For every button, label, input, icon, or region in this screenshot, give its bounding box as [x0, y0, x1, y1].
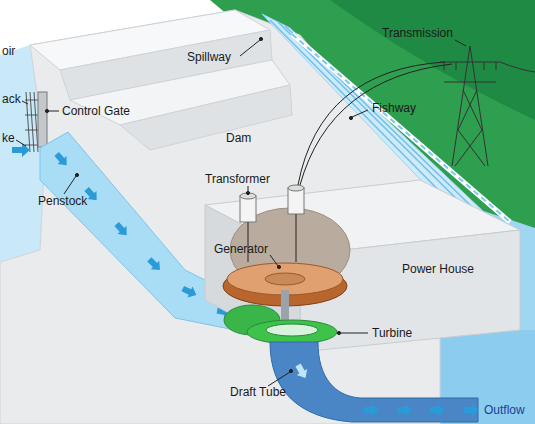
outflow-arrows [464, 404, 479, 416]
trash-rack [25, 100, 39, 101]
flow-arrows [52, 150, 71, 169]
transmission-tower [440, 62, 500, 82]
leader-lines [349, 116, 352, 119]
control-gate [38, 92, 47, 147]
power-wires [248, 62, 452, 262]
trash-rack [25, 145, 39, 146]
turbine-blades [266, 324, 318, 336]
leader-lines [270, 255, 278, 266]
leader-lines [337, 331, 340, 334]
leader-lines [352, 110, 368, 117]
outflow-arrows [464, 404, 479, 416]
transmission-tower [440, 46, 535, 166]
outflow-arrows [293, 362, 311, 381]
power-wires [296, 214, 297, 262]
part-label: Spillway [187, 50, 231, 64]
part-label: oir [2, 44, 15, 58]
part-label: Penstock [38, 194, 87, 208]
dam-step [120, 85, 292, 150]
outflow-arrows [293, 362, 311, 381]
flow-arrows [52, 150, 71, 169]
transmission-tower [444, 62, 496, 70]
part-label: ke [2, 131, 15, 145]
trash-rack [25, 130, 39, 131]
draft-tube [270, 342, 478, 422]
outflow-arrows [397, 404, 412, 416]
leader-lines [45, 109, 48, 112]
part-label: Transmission [382, 26, 453, 40]
leader-lines [455, 40, 466, 46]
leader-lines [16, 37, 466, 386]
trash-rack [25, 92, 39, 152]
trash-rack [30, 92, 34, 152]
part-label: Transformer [205, 172, 270, 186]
trash-rack [25, 115, 39, 116]
flow-arrows [180, 283, 199, 300]
outflow-arrows [364, 404, 379, 416]
leader-lines [240, 40, 260, 56]
outflow-arrows [430, 404, 445, 416]
turbine-runner [247, 320, 337, 344]
flow-arrows [12, 143, 30, 157]
transformer-symbol [288, 188, 304, 214]
outflow-arrows [364, 404, 379, 416]
transformer-symbol [240, 196, 256, 222]
flow-arrows [112, 220, 131, 239]
flow-arrows [145, 255, 164, 274]
outflow-arrows [397, 404, 412, 416]
flow-arrows [180, 283, 199, 300]
part-label: Draft Tube [230, 385, 286, 399]
transmission-tower [455, 90, 485, 166]
leader-lines [340, 333, 368, 334]
part-label: Dam [226, 131, 251, 145]
leader-lines [75, 173, 78, 176]
flow-arrows [112, 220, 131, 239]
part-label: ack [2, 92, 21, 106]
transformer-symbol [288, 185, 304, 191]
trash-rack [26, 92, 30, 152]
power-wires [300, 64, 452, 185]
part-label: Turbine [372, 326, 412, 340]
outflow-arrows [364, 404, 479, 416]
part-label: Fishway [372, 101, 416, 115]
leader-lines [246, 191, 249, 194]
trash-rack [34, 92, 38, 152]
leader-lines [289, 369, 292, 372]
leader-lines [16, 140, 26, 146]
transmission-tower [452, 46, 488, 166]
leader-lines [48, 111, 59, 112]
leader-lines [268, 372, 290, 386]
power-wires [298, 62, 445, 185]
flow-arrows [145, 255, 164, 274]
leader-lines [22, 101, 28, 104]
part-label: Generator [214, 242, 268, 256]
leader-lines [64, 176, 76, 194]
part-label: Control Gate [62, 104, 130, 118]
leader-lines [259, 37, 262, 40]
transformer-symbol [240, 185, 304, 222]
part-label: Outflow [484, 403, 525, 417]
flow-arrows [12, 143, 233, 319]
leader-lines [277, 265, 280, 268]
outflow-arrows [293, 362, 311, 381]
generator-rotor [265, 273, 305, 285]
transmission-tower [500, 62, 535, 72]
part-label: Power House [402, 262, 474, 276]
outflow-arrows [430, 404, 445, 416]
